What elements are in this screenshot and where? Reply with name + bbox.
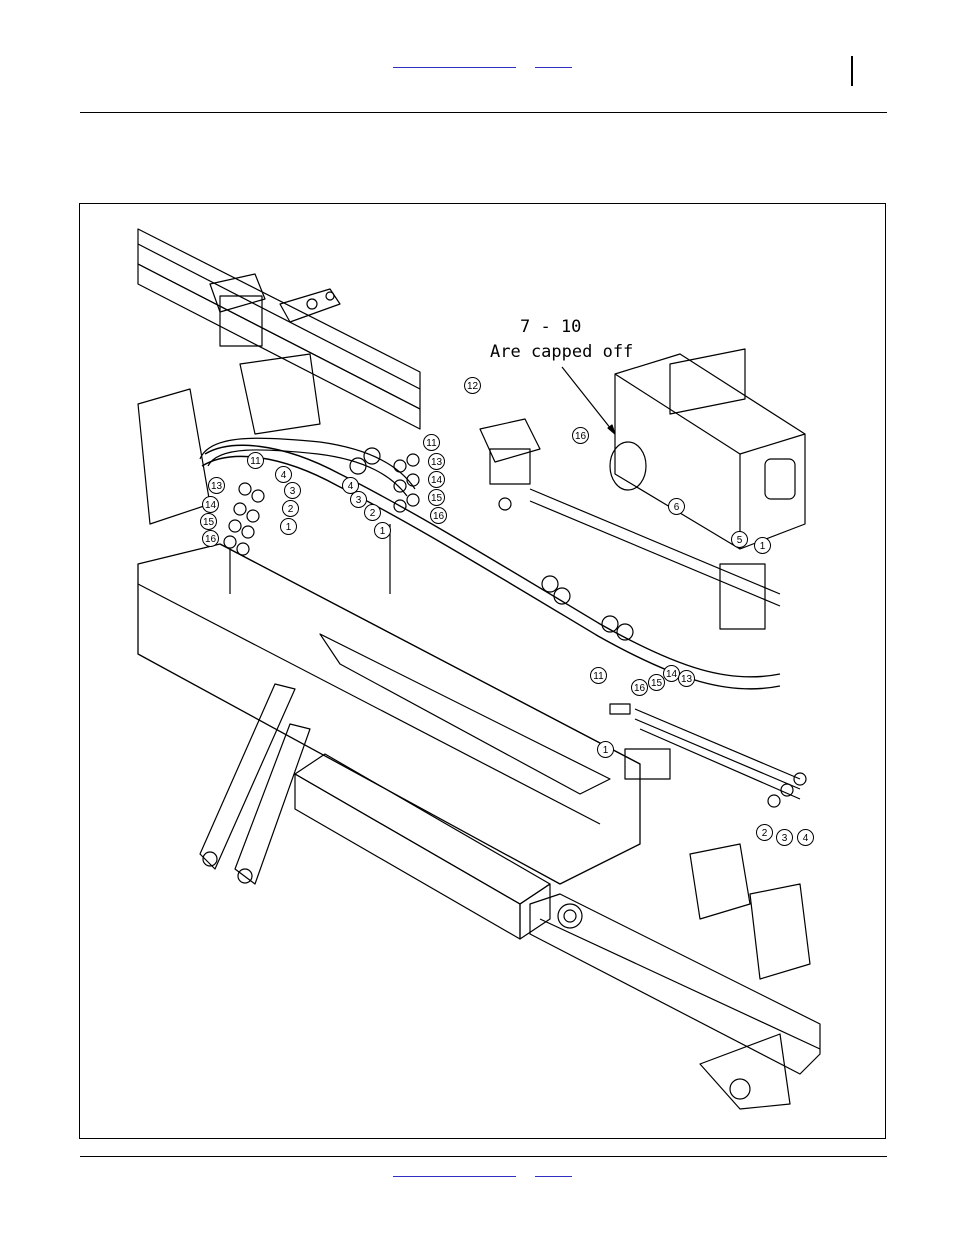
callout: 6 <box>668 498 685 515</box>
callout: 2 <box>282 500 299 517</box>
parts-drawing <box>80 204 887 1140</box>
callout: 2 <box>756 824 773 841</box>
callout: 4 <box>275 466 292 483</box>
footer-link-2[interactable] <box>535 1176 572 1177</box>
callout: 15 <box>648 674 665 691</box>
callout: 1 <box>597 741 614 758</box>
callout: 15 <box>200 513 217 530</box>
callout: 14 <box>202 496 219 513</box>
callout: 13 <box>208 477 225 494</box>
callout: 4 <box>797 829 814 846</box>
header-rule <box>80 112 887 113</box>
footer-rule <box>80 1156 887 1157</box>
footer-link-1[interactable] <box>393 1176 516 1177</box>
callout: 2 <box>364 504 381 521</box>
callout: 1 <box>280 518 297 535</box>
callout: 11 <box>590 667 607 684</box>
callout: 1 <box>374 522 391 539</box>
callout: 3 <box>776 829 793 846</box>
callout: 1 <box>754 537 771 554</box>
change-bar <box>851 56 853 86</box>
callout: 13 <box>428 453 445 470</box>
callout: 14 <box>428 471 445 488</box>
callout: 16 <box>572 427 589 444</box>
callout: 11 <box>247 452 264 469</box>
capped-off-note: Are capped off <box>490 342 633 362</box>
callout: 3 <box>284 482 301 499</box>
header-link-2[interactable] <box>535 67 572 68</box>
callout: 16 <box>430 507 447 524</box>
callout: 16 <box>631 679 648 696</box>
callout: 16 <box>202 530 219 547</box>
header-link-1[interactable] <box>393 67 516 68</box>
callout: 13 <box>678 670 695 687</box>
callout: 15 <box>428 489 445 506</box>
callout: 11 <box>423 434 440 451</box>
capped-off-range: 7 - 10 <box>520 317 581 337</box>
callout: 5 <box>731 531 748 548</box>
parts-diagram-figure: 7 - 10 Are capped off 12 11 13 14 15 16 … <box>79 203 886 1139</box>
callout: 12 <box>464 377 481 394</box>
callout: 4 <box>342 477 359 494</box>
